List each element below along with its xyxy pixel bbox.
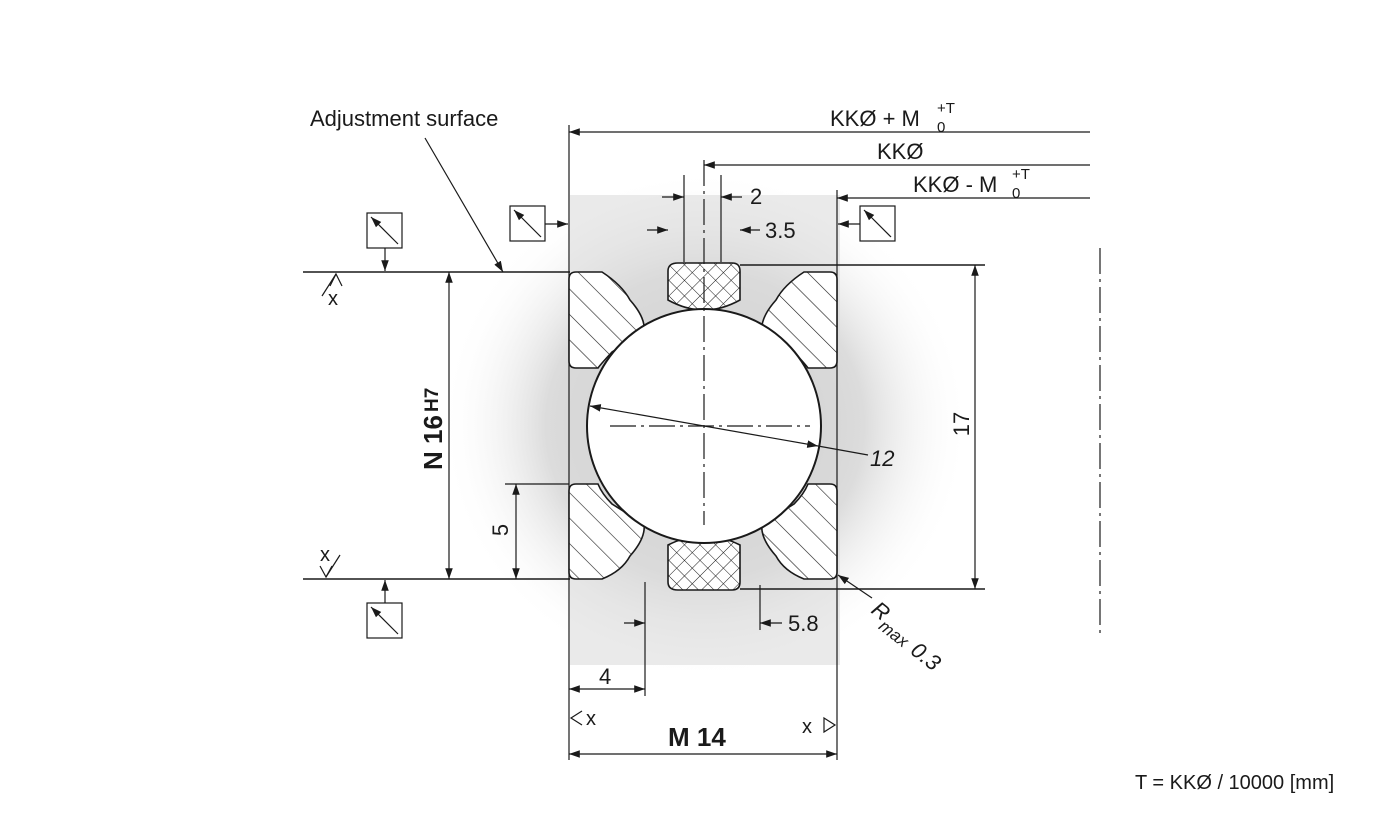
kk-plus-label: KKØ + M	[830, 106, 920, 131]
dim-12: 12	[589, 404, 894, 471]
dim-12-label: 12	[870, 446, 894, 471]
dim-4-and-5-8: 4 5.8	[569, 582, 819, 696]
dim-4-label: 4	[599, 664, 611, 689]
datum-x-left: x	[569, 708, 596, 730]
n16-label: N 16	[418, 415, 448, 470]
dim-n16: N 16 H7	[418, 272, 453, 579]
datum-x-top: x	[321, 272, 343, 310]
dim-5-8-label: 5.8	[788, 611, 819, 636]
profile-ring-top-right	[760, 271, 838, 369]
rmax-value: 0.3	[906, 637, 946, 676]
n16-tolerance: H7	[422, 388, 443, 412]
kk-plus-sub: 0	[937, 119, 945, 136]
m14-label: M 14	[668, 722, 726, 752]
tolerance-formula: T = KKØ / 10000 [mm]	[1135, 772, 1334, 794]
datum-x-bottom-label: x	[320, 544, 330, 566]
surface-finish-symbols	[366, 205, 896, 639]
diameter-callouts: KKØ + M 0 +T KKØ KKØ - M 0 +T	[569, 100, 1090, 202]
energizer-bottom	[667, 535, 741, 591]
datum-x-bottom: x	[319, 544, 341, 579]
surface-symbol-bottom-left	[366, 580, 403, 639]
profile-ring-top-left	[568, 271, 646, 369]
kk-minus-sub: 0	[1012, 185, 1020, 202]
kk-plus-sup: +T	[937, 100, 955, 117]
dim-3-5-label: 3.5	[765, 218, 796, 243]
datum-x-left-label: x	[586, 708, 596, 730]
datum-x-right: x	[802, 716, 837, 738]
kk-label: KKØ	[877, 139, 923, 164]
adjustment-surface-label: Adjustment surface	[310, 106, 498, 131]
datum-x-right-label: x	[802, 716, 812, 738]
dim-5: 5	[488, 483, 569, 579]
dim-2-and-3-5: 2 3.5	[647, 175, 796, 262]
surface-symbol-right	[838, 205, 896, 242]
dim-2-label: 2	[750, 184, 762, 209]
profile-ring-bottom-right	[760, 483, 838, 580]
datum-x-top-label: x	[328, 288, 338, 310]
dim-5-label: 5	[488, 524, 513, 536]
kk-minus-label: KKØ - M	[913, 172, 997, 197]
dim-17: 17	[949, 265, 979, 589]
profile-ring-bottom-left	[568, 483, 646, 580]
dim-17-label: 17	[949, 412, 974, 436]
adjustment-surface-callout: Adjustment surface	[310, 106, 504, 273]
dim-m14: M 14	[569, 722, 837, 758]
surface-symbol-left	[509, 205, 568, 242]
surface-symbol-top-left	[366, 212, 403, 271]
kk-minus-sup: +T	[1012, 166, 1030, 183]
datum-markers: x x x x	[319, 272, 837, 738]
